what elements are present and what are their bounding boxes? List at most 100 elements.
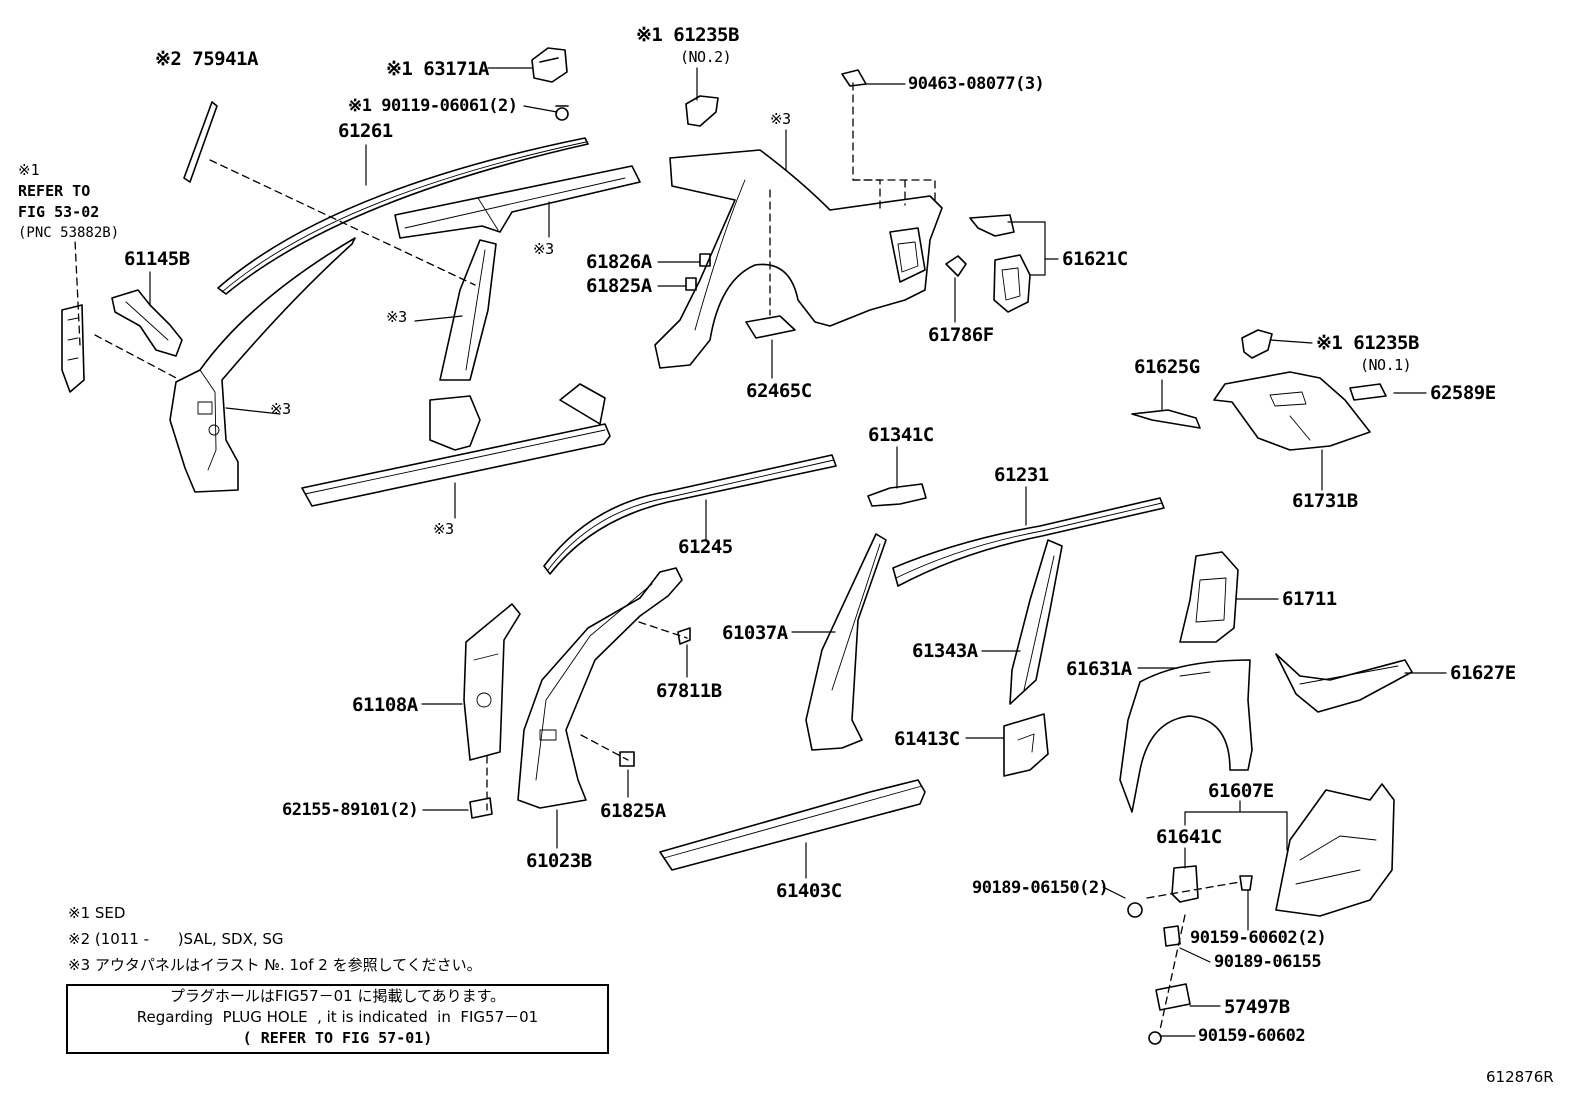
part-61023B-shape xyxy=(517,567,683,809)
label-61625G: 61625G xyxy=(1134,356,1200,378)
label-61341C: 61341C xyxy=(868,424,934,446)
part-61825A-bottom-shape xyxy=(619,751,635,767)
part-61403C-shape xyxy=(659,779,926,871)
part-front-pillar-shape xyxy=(169,237,356,493)
refer-note-mark: ※1 xyxy=(18,161,40,179)
label-90119-06061: ※1 90119-06061(2) xyxy=(348,96,518,116)
label-61108A: 61108A xyxy=(352,694,418,716)
part-61343A-shape xyxy=(1009,539,1063,705)
part-61621C-shape xyxy=(969,214,1031,313)
refer-note-line2: FIG 53-02 xyxy=(18,203,100,221)
part-62589E-shape xyxy=(1349,383,1387,401)
label-57497B: 57497B xyxy=(1224,996,1290,1018)
label-61261: 61261 xyxy=(338,120,393,142)
part-61627E-shape xyxy=(1275,653,1413,713)
label-62155-89101: 62155-89101(2) xyxy=(282,800,419,820)
footnote-3: ※3 アウタパネルはイラスト №. 1of 2 を参照してください。 xyxy=(68,956,482,974)
part-62465C-shape xyxy=(745,315,796,339)
part-61245-shape xyxy=(543,454,837,575)
plug-hole-notice: プラグホールはFIG57－01 に掲載してあります。 Regarding PLU… xyxy=(66,984,609,1054)
label-61621C: 61621C xyxy=(1062,248,1128,270)
label-x3-quarter: ※3 xyxy=(770,110,791,128)
part-roof-side-inner-shape xyxy=(394,165,641,239)
part-75941A-shape xyxy=(183,101,218,183)
label-x3-front-pillar: ※3 xyxy=(270,400,291,418)
label-67811B: 67811B xyxy=(656,680,722,702)
fastener-shapes xyxy=(1127,875,1253,1045)
label-90189-06150: 90189-06150(2) xyxy=(972,878,1109,898)
part-61786F-shape xyxy=(945,255,967,277)
part-61711-shape xyxy=(1179,551,1239,643)
part-61413C-shape xyxy=(1003,713,1049,777)
label-62589E: 62589E xyxy=(1430,382,1496,404)
label-x3-center-pillar: ※3 xyxy=(386,308,407,326)
part-61235B-no1-shape xyxy=(1241,329,1273,359)
footnote-1: ※1 SED xyxy=(68,904,126,922)
label-90159-60602: 90159-60602 xyxy=(1198,1026,1306,1046)
part-center-pillar-outer-shape xyxy=(439,239,497,381)
part-61235B-no2-shape xyxy=(685,95,719,127)
label-61786F: 61786F xyxy=(928,324,994,346)
part-53882B-shape xyxy=(61,304,85,393)
part-61145B-shape xyxy=(111,289,183,357)
refer-note-line1: REFER TO xyxy=(18,182,91,200)
part-61826A-shape xyxy=(699,253,711,267)
part-quarter-panel-shape xyxy=(654,149,943,369)
dashed-lines xyxy=(74,82,1241,1031)
part-61607E-shape xyxy=(1275,783,1395,917)
part-rocker-outer-shape xyxy=(301,383,611,507)
label-62465C: 62465C xyxy=(746,380,812,402)
part-61037A-shape xyxy=(805,533,887,751)
label-61711: 61711 xyxy=(1282,588,1337,610)
label-x3-rocker: ※3 xyxy=(433,520,454,538)
refer-note-line3: (PNC 53882B) xyxy=(18,225,120,241)
part-61625G-shape xyxy=(1131,409,1201,429)
part-61641C-shape xyxy=(1171,865,1199,903)
label-61235B-no2: ※1 61235B xyxy=(636,24,739,46)
label-63171A: ※1 63171A xyxy=(386,58,489,80)
notice-line-2: Regarding PLUG HOLE , it is indicated in… xyxy=(136,1008,539,1026)
label-61403C: 61403C xyxy=(776,880,842,902)
label-90159-60602-2: 90159-60602(2) xyxy=(1190,928,1327,948)
label-90189-06155: 90189-06155 xyxy=(1214,952,1322,972)
part-61631A-shape xyxy=(1119,659,1253,813)
label-61413C: 61413C xyxy=(894,728,960,750)
footnote-2: ※2 (1011 - )SAL, SDX, SG xyxy=(68,930,284,948)
label-61627E: 61627E xyxy=(1450,662,1516,684)
label-61023B: 61023B xyxy=(526,850,592,872)
label-61731B: 61731B xyxy=(1292,490,1358,512)
label-61641C: 61641C xyxy=(1156,826,1222,848)
part-90463-shape xyxy=(841,69,867,87)
label-61231: 61231 xyxy=(994,464,1049,486)
label-61145B: 61145B xyxy=(124,248,190,270)
part-61261-shape xyxy=(217,137,589,295)
part-61341C-shape xyxy=(867,483,927,507)
figure-id: 612876R xyxy=(1486,1068,1554,1086)
label-61235B-no2-sub: (NO.2) xyxy=(680,48,732,66)
part-61731B-shape xyxy=(1213,371,1371,451)
part-63171A-shape xyxy=(531,47,569,121)
label-61825A-bottom: 61825A xyxy=(600,800,666,822)
label-61607E: 61607E xyxy=(1208,780,1274,802)
label-61343A: 61343A xyxy=(912,640,978,662)
label-61235B-no1-sub: (NO.1) xyxy=(1360,356,1412,374)
refer-note: ※1 REFER TO FIG 53-02 (PNC 53882B) xyxy=(18,160,119,244)
part-61825A-top-shape xyxy=(685,277,697,291)
leader-lines xyxy=(149,67,1447,1037)
label-x3-roof-side: ※3 xyxy=(533,240,554,258)
label-61826A: 61826A xyxy=(586,251,652,273)
label-61037A: 61037A xyxy=(722,622,788,644)
part-61108A-shape xyxy=(463,603,521,761)
part-61231-shape xyxy=(892,497,1165,587)
label-61825A-top: 61825A xyxy=(586,275,652,297)
label-61245: 61245 xyxy=(678,536,733,558)
notice-line-3: ( REFER TO FIG 57-01) xyxy=(242,1029,433,1047)
part-67811B-shape xyxy=(677,627,691,645)
label-61631A: 61631A xyxy=(1066,658,1132,680)
notice-line-1: プラグホールはFIG57－01 に掲載してあります。 xyxy=(169,987,506,1005)
label-75941A: ※2 75941A xyxy=(155,48,258,70)
label-61235B-no1: ※1 61235B xyxy=(1316,332,1419,354)
part-62155-shape xyxy=(469,797,493,819)
